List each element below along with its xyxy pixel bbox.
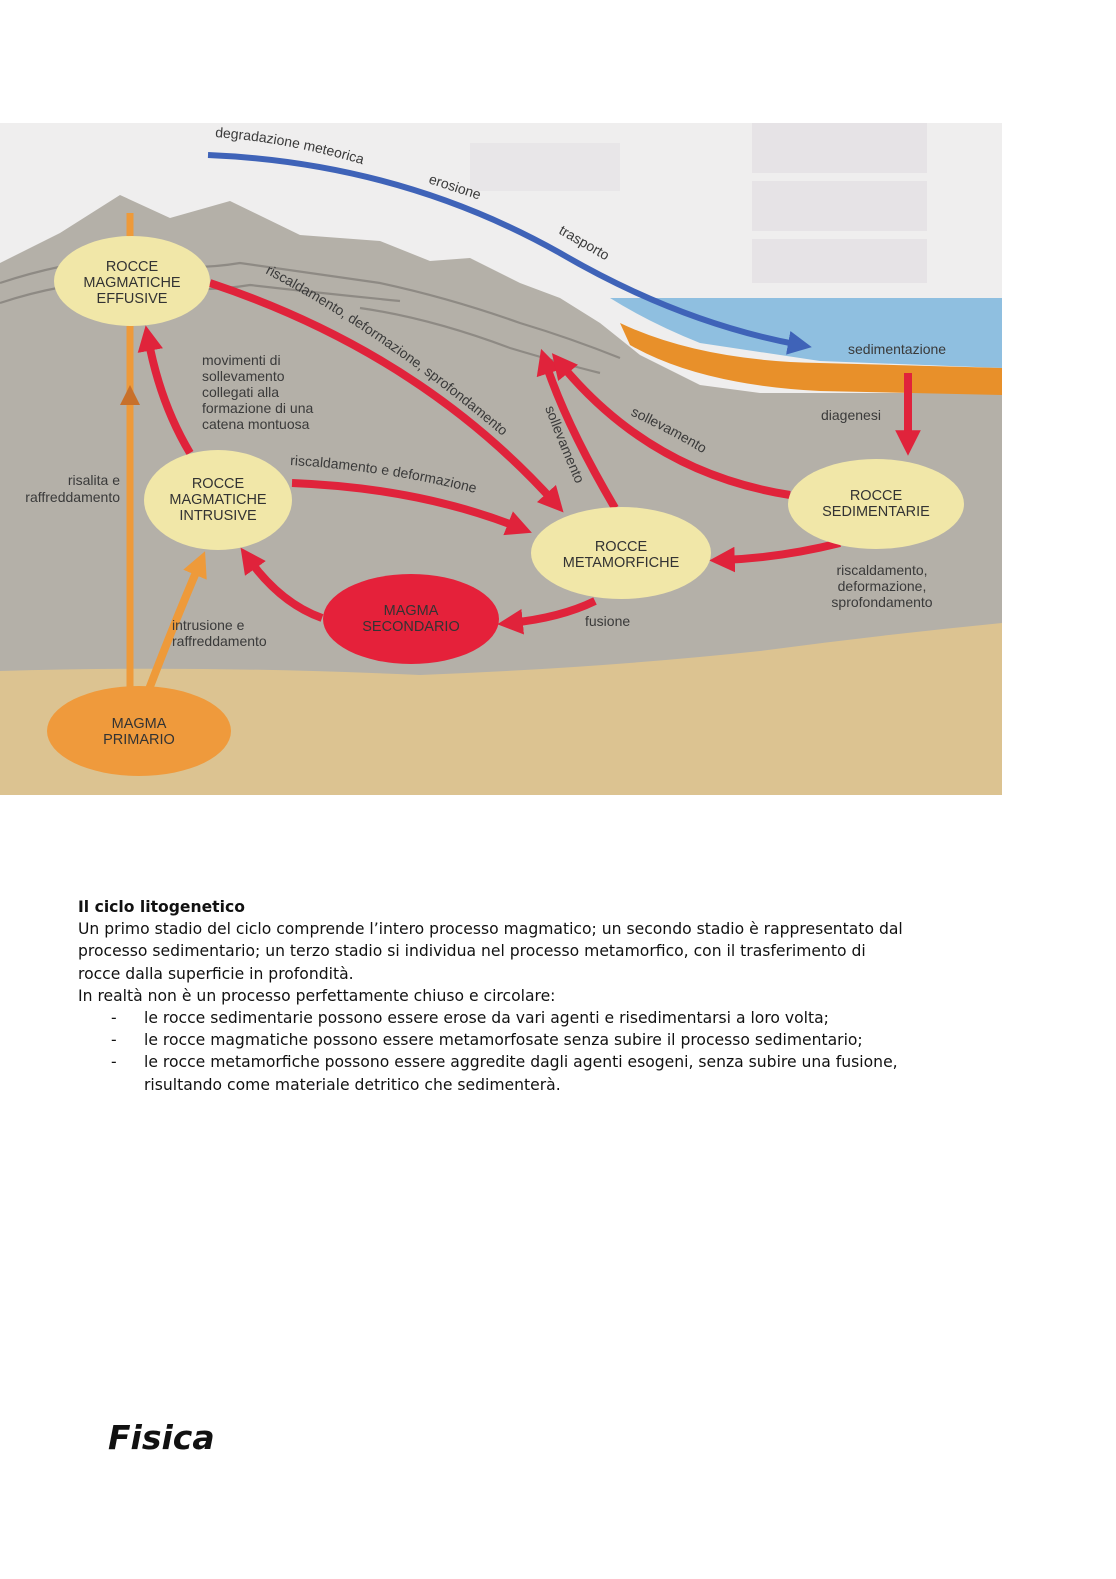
node-sedimentary-rocks: ROCCE SEDIMENTARIE <box>788 459 964 549</box>
node-effusive-rocks: ROCCE MAGMATICHE EFFUSIVE <box>54 236 210 326</box>
heating-arrow <box>291 479 532 536</box>
erosion-arrow <box>207 152 812 355</box>
text-block: Il ciclo litogenetico Un primo stadio de… <box>78 896 908 1104</box>
svg-text:sprofondamento: sprofondamento <box>831 594 932 610</box>
paragraph-1: Un primo stadio del ciclo comprende l’in… <box>78 920 903 983</box>
svg-text:MAGMA: MAGMA <box>112 716 167 732</box>
faded-legend-box-2 <box>752 181 927 231</box>
svg-text:INTRUSIVE: INTRUSIVE <box>179 508 257 524</box>
label-fusione: fusione <box>585 613 630 629</box>
svg-text:SECONDARIO: SECONDARIO <box>362 619 460 635</box>
section-heading: Il ciclo litogenetico <box>78 898 245 916</box>
label-diagenesi: diagenesi <box>821 407 881 423</box>
list-item: -le rocce metamorfiche possono essere ag… <box>111 1053 898 1094</box>
svg-text:formazione di una: formazione di una <box>202 400 314 416</box>
svg-text:raffreddamento: raffreddamento <box>172 633 267 649</box>
svg-text:risalita e: risalita e <box>68 472 120 488</box>
paragraph-2: In realtà non è un processo perfettament… <box>78 986 556 1005</box>
burial-arrow <box>208 279 564 513</box>
label-riscaldamento-right: riscaldamento, deformazione, sprofondame… <box>831 562 932 610</box>
bullet-list: -le rocce sedimentarie possono essere er… <box>78 1007 908 1096</box>
label-movimenti: movimenti di sollevamento collegati alla… <box>202 352 314 432</box>
label-sedimentazione: sedimentazione <box>848 341 946 357</box>
rock-cycle-diagram: ROCCE MAGMATICHE EFFUSIVE ROCCE MAGMATIC… <box>0 123 1002 795</box>
svg-text:catena montuosa: catena montuosa <box>202 416 310 432</box>
bullet-dash: - <box>111 1009 117 1028</box>
svg-text:PRIMARIO: PRIMARIO <box>103 732 175 748</box>
svg-text:riscaldamento,: riscaldamento, <box>836 562 927 578</box>
faded-legend-box-3 <box>752 239 927 283</box>
faded-legend-box-4 <box>470 143 620 191</box>
bullet-dash: - <box>111 1031 117 1050</box>
list-item: -le rocce magmatiche possono essere meta… <box>78 1029 908 1051</box>
svg-text:ROCCE: ROCCE <box>595 539 648 555</box>
ascent-arrowhead <box>120 385 140 405</box>
svg-text:intrusione e: intrusione e <box>172 617 245 633</box>
mountain-rock-layer <box>0 195 1002 795</box>
faded-legend-box-1 <box>752 123 927 173</box>
uplift-arrow-right <box>551 353 791 499</box>
svg-text:MAGMA: MAGMA <box>384 603 439 619</box>
svg-text:sollevamento: sollevamento <box>202 368 285 384</box>
svg-text:MAGMATICHE: MAGMATICHE <box>83 275 181 291</box>
node-metamorphic-rocks: ROCCE METAMORFICHE <box>531 507 711 599</box>
svg-text:deformazione,: deformazione, <box>838 578 927 594</box>
svg-text:METAMORFICHE: METAMORFICHE <box>563 555 680 571</box>
svg-text:ROCCE: ROCCE <box>106 259 159 275</box>
label-risalita: risalita e raffreddamento <box>25 472 120 505</box>
svg-text:movimenti di: movimenti di <box>202 352 281 368</box>
section-title: Fisica <box>108 1418 215 1457</box>
svg-text:EFFUSIVE: EFFUSIVE <box>97 291 168 307</box>
bullet-dash: - <box>111 1053 117 1072</box>
fusion-arrow <box>497 597 597 635</box>
svg-text:ROCCE: ROCCE <box>192 476 245 492</box>
metamorphism-arrow-right <box>709 539 841 573</box>
node-intrusive-rocks: ROCCE MAGMATICHE INTRUSIVE <box>144 450 292 550</box>
crystallization-arrow <box>240 547 324 622</box>
label-intrusione: intrusione e raffreddamento <box>172 617 267 649</box>
uplift-arrow-middle <box>536 348 619 511</box>
node-secondary-magma: MAGMA SECONDARIO <box>323 574 499 664</box>
svg-text:SEDIMENTARIE: SEDIMENTARIE <box>822 504 930 520</box>
deep-crust <box>0 623 1002 795</box>
node-primary-magma: MAGMA PRIMARIO <box>47 686 231 776</box>
svg-text:raffreddamento: raffreddamento <box>25 489 120 505</box>
list-item: -le rocce sedimentarie possono essere er… <box>78 1007 908 1029</box>
svg-text:collegati alla: collegati alla <box>202 384 279 400</box>
uplift-arrow-left <box>137 325 194 456</box>
svg-text:ROCCE: ROCCE <box>850 488 903 504</box>
svg-text:MAGMATICHE: MAGMATICHE <box>169 492 267 508</box>
